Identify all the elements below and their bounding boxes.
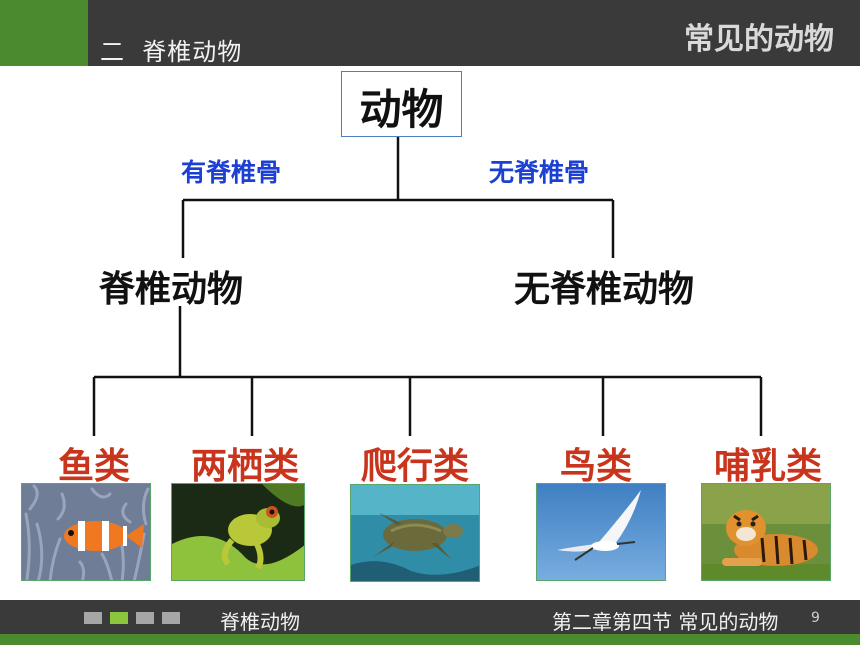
tree-frog-photo (171, 483, 305, 581)
root-node-box (341, 71, 462, 137)
class-birds: 鸟类 (559, 446, 632, 487)
footer-chapter-label: 第二章第四节 常见的动物 (552, 610, 779, 634)
class-amphibians: 两栖类 (190, 446, 299, 487)
header-bar (88, 0, 860, 66)
footer-nav-square-2-active (110, 612, 128, 624)
class-fish: 鱼类 (57, 446, 130, 487)
header-accent-bar (0, 0, 88, 66)
tiger-photo (701, 483, 831, 581)
footer-nav-square-3 (136, 612, 154, 624)
footer-accent-bar (0, 634, 860, 645)
class-mammals: 哺乳类 (713, 446, 822, 487)
sea-turtle-photo (350, 484, 480, 582)
page-number: 9 (811, 610, 820, 626)
section-title: 二 脊椎动物 (100, 38, 243, 66)
footer-section-label: 脊椎动物 (220, 610, 300, 634)
bird-in-flight-photo (536, 483, 666, 581)
root-node-label: 动物 (359, 85, 444, 134)
node-invertebrates: 无脊椎动物 (514, 269, 695, 310)
footer-nav-square-4 (162, 612, 180, 624)
edge-label-invertebrate: 无脊椎骨 (489, 158, 590, 187)
node-vertebrates: 脊椎动物 (99, 269, 244, 310)
footer-nav-square-1 (84, 612, 102, 624)
edge-label-vertebrate: 有脊椎骨 (181, 158, 282, 187)
class-reptiles: 爬行类 (360, 446, 469, 487)
clownfish-photo (21, 483, 151, 581)
topic-title: 常见的动物 (684, 22, 834, 57)
